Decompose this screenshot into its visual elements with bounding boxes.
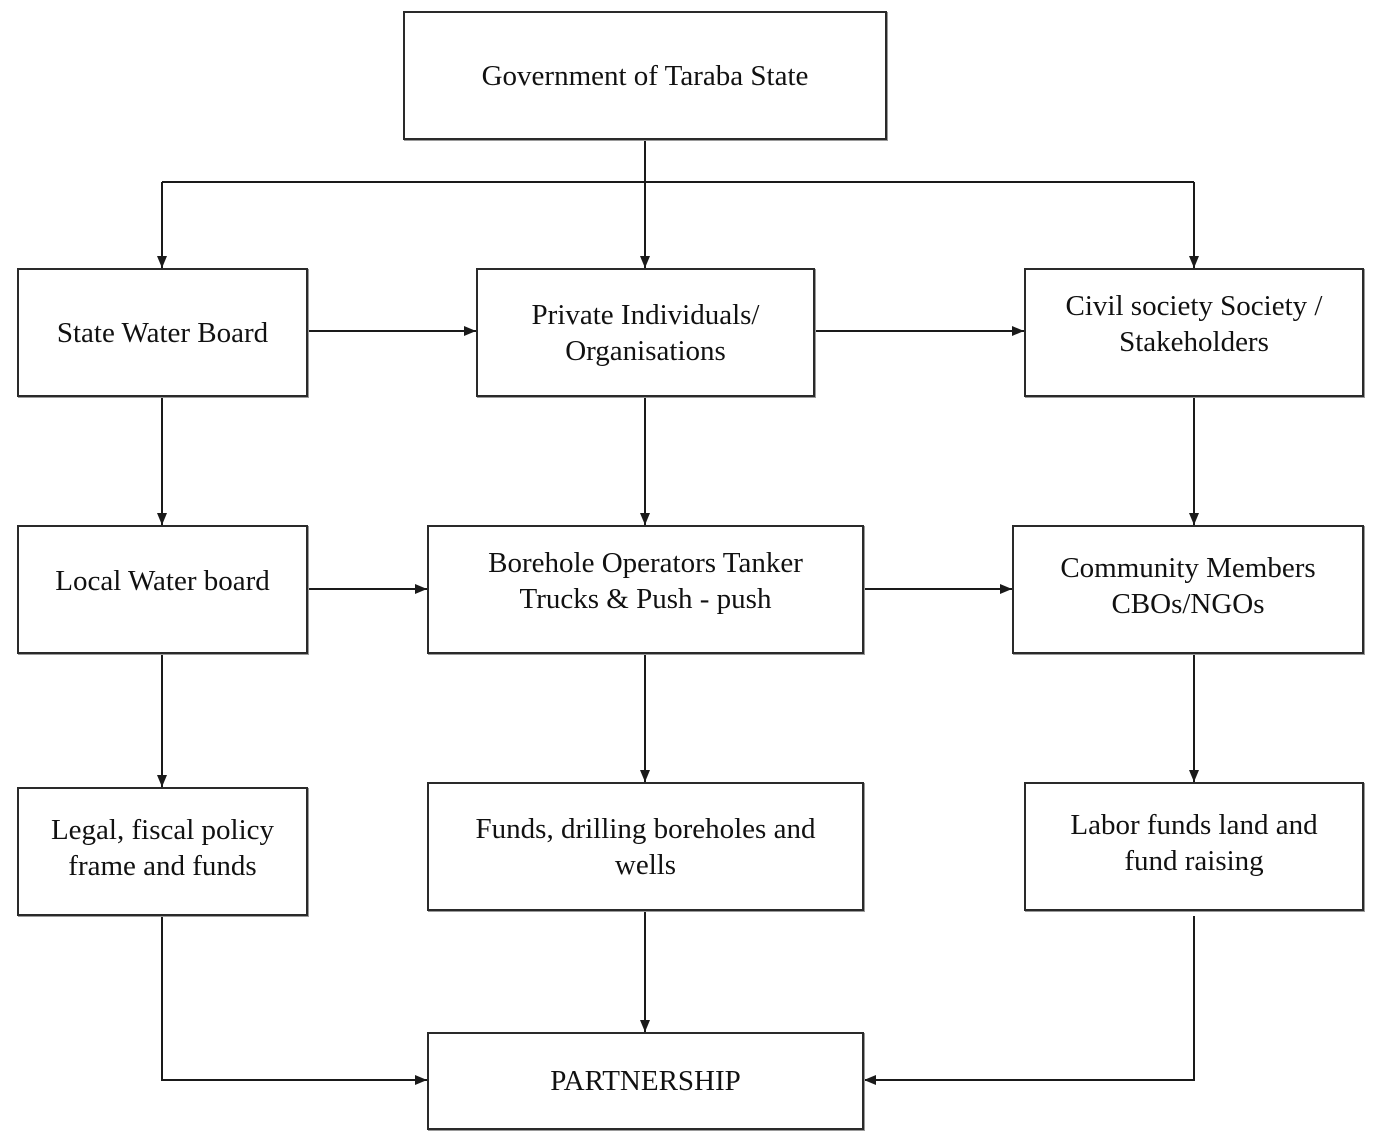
node-private-individuals-label: Private Individuals/ Organisations (531, 298, 760, 367)
node-labor-funds: Labor funds land and fund raising (1024, 782, 1364, 911)
node-government-label: Government of Taraba State (481, 59, 809, 92)
arrow-labor-funds-to-partnership (864, 916, 1195, 1085)
node-civil-society-label: Civil society Society / Stakeholders (1065, 289, 1323, 358)
node-civil-society: Civil society Society / Stakeholders (1024, 268, 1364, 397)
node-borehole-operators: Borehole Operators Tanker Trucks & Push … (427, 525, 864, 654)
node-local-water-board: Local Water board (17, 525, 308, 654)
node-government: Government of Taraba State (403, 11, 887, 140)
node-legal-fiscal: Legal, fiscal policy frame and funds (17, 787, 308, 916)
arrow-legal-fiscal-to-partnership (161, 916, 427, 1085)
node-funds-drilling-label: Funds, drilling boreholes and wells (475, 812, 816, 881)
node-state-water-board-label: State Water Board (56, 316, 269, 349)
node-private-individuals: Private Individuals/ Organisations (476, 268, 815, 397)
node-community-members-label: Community Members CBOs/NGOs (1060, 551, 1316, 620)
node-state-water-board: State Water Board (17, 268, 308, 397)
node-community-members: Community Members CBOs/NGOs (1012, 525, 1364, 654)
node-labor-funds-label: Labor funds land and fund raising (1070, 808, 1318, 877)
node-partnership-label: PARTNERSHIP (550, 1065, 741, 1097)
node-borehole-operators-label: Borehole Operators Tanker Trucks & Push … (488, 546, 803, 615)
node-legal-fiscal-label: Legal, fiscal policy frame and funds (50, 813, 275, 882)
node-local-water-board-label: Local Water board (55, 564, 270, 597)
node-partnership: PARTNERSHIP (427, 1032, 864, 1130)
node-funds-drilling: Funds, drilling boreholes and wells (427, 782, 864, 911)
